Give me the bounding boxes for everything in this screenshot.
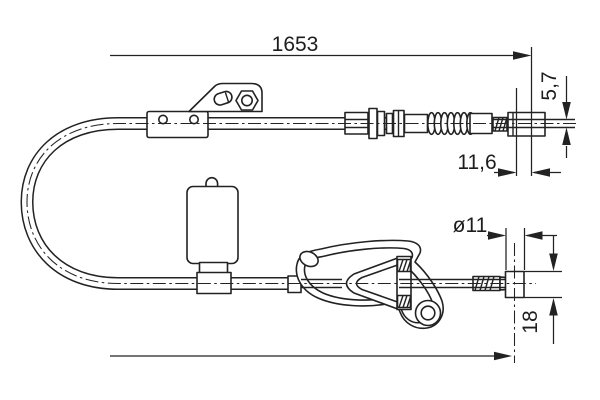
dimension-1653: 1653	[110, 33, 533, 176]
inner-rod-lines	[301, 118, 575, 289]
round-mounting-hole-inner	[420, 305, 436, 321]
dimension-o11: ø11	[453, 214, 557, 270]
dim-label-rod-diameter: 5,7	[538, 71, 561, 100]
hex-nut-icon	[235, 90, 259, 111]
dim-label-barrel-length: 18	[519, 310, 542, 333]
dim-label-end-fitting-length: 11,6	[457, 151, 496, 174]
mounting-bracket-plate	[188, 82, 263, 113]
rivet-hole	[189, 114, 200, 125]
cable-outer-sheath	[20, 117, 490, 290]
trumpet-bracket	[295, 239, 444, 330]
top-end-fitting	[507, 111, 546, 137]
damper-cylinder	[186, 176, 239, 295]
dimension-18: 18	[519, 235, 562, 344]
dimension-bottom-reference	[110, 351, 512, 361]
damper-top-nub	[205, 176, 219, 188]
spring-pocket-top	[396, 258, 412, 273]
dim-label-overall-length: 1653	[272, 33, 319, 56]
cable-clamp-block	[146, 110, 209, 139]
centerlines	[26, 122, 576, 363]
rivet-hole	[158, 114, 169, 125]
dimension-5-7: 5,7	[538, 71, 571, 158]
dimension-11-6: 11,6	[457, 88, 561, 177]
cable-centerline	[26, 122, 576, 285]
oval-mounting-hole	[299, 250, 319, 268]
slot-hole	[213, 90, 233, 106]
cone-inner	[355, 263, 400, 304]
dim-label-barrel-diameter: ø11	[453, 214, 488, 237]
spring-pocket-bottom	[396, 294, 412, 309]
